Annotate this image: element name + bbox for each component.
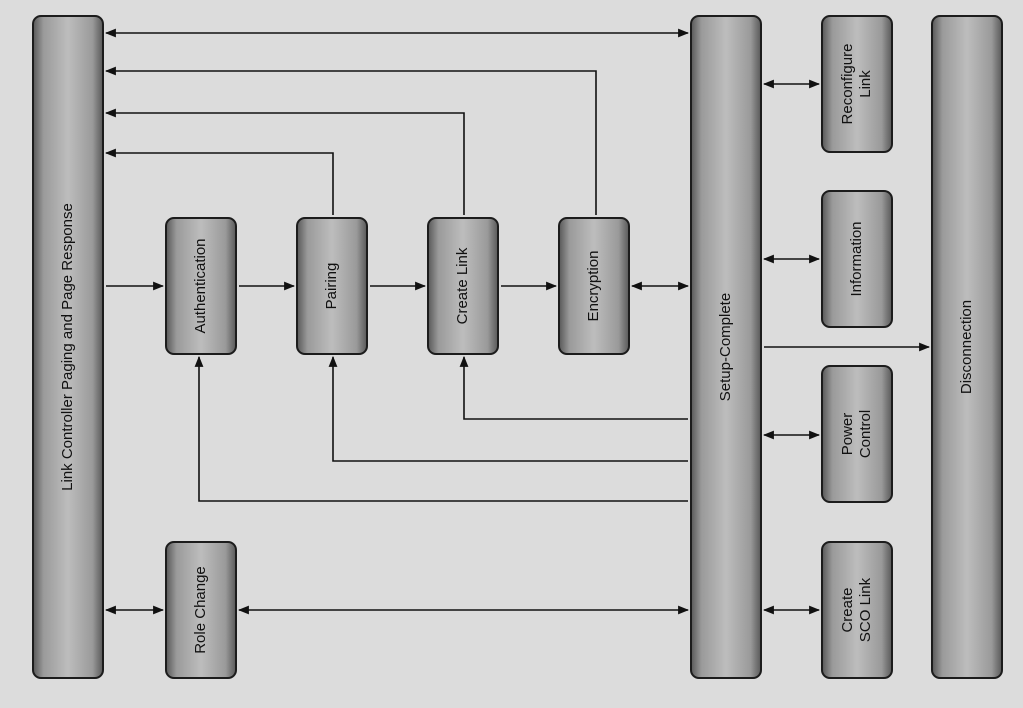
node-label-line: Reconfigure [839, 43, 856, 125]
edge-setup-complete-to-pairing [328, 355, 688, 462]
node-label: Disconnection [958, 299, 975, 395]
node-label: Pairing [323, 262, 340, 310]
node-label: Role Change [192, 566, 209, 654]
node-label: Link Controller Paging and Page Response [59, 203, 76, 491]
node-label: Power Control [839, 410, 875, 458]
edge-create-link-to-link-controller [104, 108, 465, 215]
node-label: Information [848, 221, 865, 297]
node-role-change: Role Change [165, 541, 237, 679]
node-label: Reconfigure Link [839, 44, 875, 125]
node-label: Setup-Complete [717, 292, 734, 402]
edge-setup-complete-to-authentication [194, 355, 688, 502]
node-setup-complete: Setup-Complete [690, 15, 762, 679]
node-label-line: Create [839, 587, 856, 633]
edge-setup-complete-to-create-link [459, 355, 688, 420]
node-authentication: Authentication [165, 217, 237, 355]
node-information: Information [821, 190, 893, 328]
node-disconnection: Disconnection [931, 15, 1003, 679]
node-label: Create Link [454, 247, 471, 325]
node-label: Create SCO Link [839, 578, 875, 642]
node-create-link: Create Link [427, 217, 499, 355]
node-label-line: Link [857, 70, 874, 98]
node-encryption: Encryption [558, 217, 630, 355]
edge-encryption-to-link-controller [104, 66, 597, 215]
node-power-control: Power Control [821, 365, 893, 503]
node-label-line: SCO Link [857, 577, 874, 643]
node-label: Authentication [192, 238, 209, 334]
node-link-controller: Link Controller Paging and Page Response [32, 15, 104, 679]
node-label: Encryption [585, 250, 602, 322]
node-reconfigure-link: Reconfigure Link [821, 15, 893, 153]
edge-pairing-to-link-controller [104, 148, 334, 215]
node-create-sco-link: Create SCO Link [821, 541, 893, 679]
node-label-line: Control [857, 409, 874, 459]
node-label-line: Power [839, 412, 856, 456]
node-pairing: Pairing [296, 217, 368, 355]
